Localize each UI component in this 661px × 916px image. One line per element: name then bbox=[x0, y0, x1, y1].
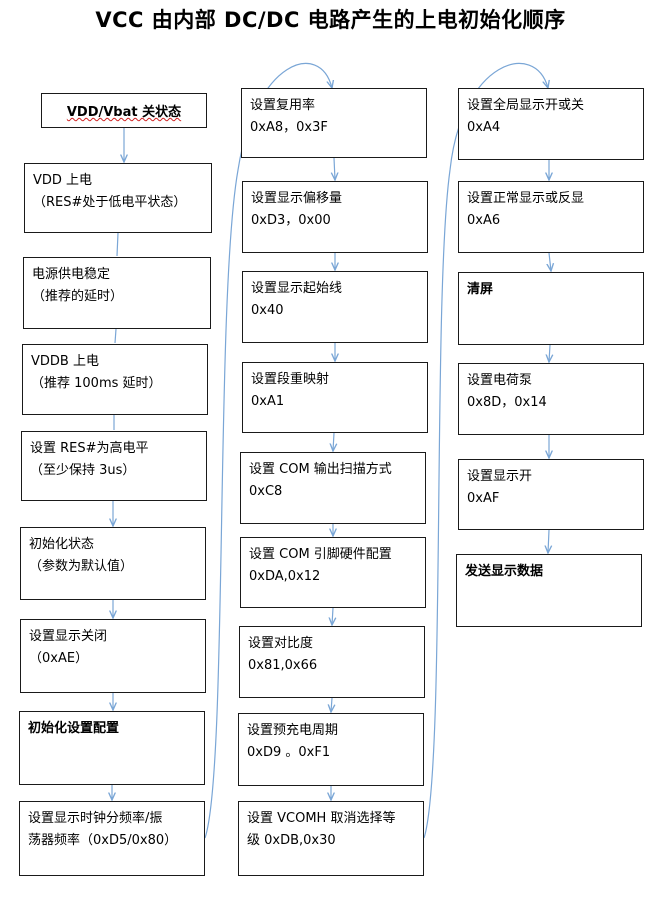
step-vddb-power-on: VDDB 上电 （推荐 100ms 延时） bbox=[22, 344, 208, 415]
step-label: VDD/Vbat 关状态 bbox=[66, 105, 182, 120]
step-detail: （至少保持 3us） bbox=[30, 463, 136, 478]
step-detail: 级 0xDB,0x30 bbox=[247, 833, 336, 848]
step-res-high: 设置 RES#为高电平 （至少保持 3us） bbox=[21, 431, 207, 501]
step-detail: （推荐的延时） bbox=[32, 289, 124, 304]
step-label: 设置对比度 bbox=[248, 636, 314, 651]
step-detail: 0x40 bbox=[251, 303, 284, 318]
flow-arrow bbox=[333, 432, 334, 451]
flow-arrow bbox=[549, 252, 551, 271]
step-label: 设置 RES#为高电平 bbox=[30, 441, 149, 456]
step-label: 设置复用率 bbox=[250, 98, 316, 113]
step-display-on: 设置显示开 0xAF bbox=[458, 459, 644, 530]
step-clock-divide: 设置显示时钟分频率/振 荡器频率（0xD5/0x80） bbox=[19, 801, 205, 876]
step-detail: 0xD3，0x00 bbox=[251, 213, 331, 228]
step-label: 设置电荷泵 bbox=[467, 373, 533, 388]
flow-line bbox=[116, 232, 119, 257]
step-detail: 0xC8 bbox=[249, 484, 283, 499]
step-label: 设置显示时钟分频率/振 bbox=[28, 811, 163, 826]
step-detail: （参数为默认值） bbox=[29, 559, 134, 574]
step-detail: 0x81,0x66 bbox=[248, 658, 318, 673]
step-vcomh: 设置 VCOMH 取消选择等 级 0xDB,0x30 bbox=[238, 801, 424, 876]
step-normal-inverse: 设置正常显示或反显 0xA6 bbox=[458, 181, 644, 253]
step-label: 设置全局显示开或关 bbox=[467, 98, 585, 113]
flow-arrow bbox=[423, 62, 548, 839]
step-label: 清屏 bbox=[467, 282, 494, 297]
step-label: 设置显示开 bbox=[467, 469, 533, 484]
step-label: 设置 VCOMH 取消选择等 bbox=[247, 811, 396, 826]
step-label: 设置正常显示或反显 bbox=[467, 191, 585, 206]
step-detail: （RES#处于低电平状态） bbox=[33, 195, 187, 210]
step-com-pins: 设置 COM 引脚硬件配置 0xDA,0x12 bbox=[240, 537, 426, 608]
flow-arrow bbox=[204, 62, 332, 839]
step-label: 设置预充电周期 bbox=[247, 723, 339, 738]
step-detail: 荡器频率（0xD5/0x80） bbox=[28, 833, 178, 848]
step-display-off: 设置显示关闭 （0xAE） bbox=[20, 619, 206, 693]
step-mux-ratio: 设置复用率 0xA8，0x3F bbox=[241, 88, 427, 158]
step-precharge: 设置预充电周期 0xD9 。0xF1 bbox=[238, 713, 424, 786]
step-label: 初始化设置配置 bbox=[28, 721, 120, 736]
step-label: 设置显示起始线 bbox=[251, 281, 343, 296]
flow-arrow bbox=[548, 529, 549, 553]
step-label: 初始化状态 bbox=[29, 537, 95, 552]
step-detail: （推荐 100ms 延时） bbox=[31, 376, 162, 391]
step-label: 发送显示数据 bbox=[465, 564, 544, 579]
step-send-data: 发送显示数据 bbox=[456, 554, 642, 627]
step-detail: 0xDA,0x12 bbox=[249, 569, 321, 584]
step-label: 设置显示关闭 bbox=[29, 629, 108, 644]
step-init-state: 初始化状态 （参数为默认值） bbox=[20, 527, 206, 600]
step-detail: 0x8D，0x14 bbox=[467, 395, 547, 410]
flow-arrow bbox=[332, 607, 333, 625]
step-init-config: 初始化设置配置 bbox=[19, 711, 205, 785]
flow-line bbox=[114, 328, 117, 344]
step-label: VDDB 上电 bbox=[31, 354, 99, 369]
flow-arrow bbox=[549, 344, 550, 362]
page-title: VCC 由内部 DC/DC 电路产生的上电初始化顺序 bbox=[95, 8, 566, 32]
step-label: 设置段重映射 bbox=[251, 372, 330, 387]
step-detail: 0xA6 bbox=[467, 213, 501, 228]
step-detail: 0xA4 bbox=[467, 120, 501, 135]
step-charge-pump: 设置电荷泵 0x8D，0x14 bbox=[458, 363, 644, 435]
step-detail: 0xA8，0x3F bbox=[250, 120, 328, 135]
step-start-line: 设置显示起始线 0x40 bbox=[242, 271, 428, 343]
step-label: 设置 COM 引脚硬件配置 bbox=[249, 547, 392, 562]
step-vdd-power-on: VDD 上电 （RES#处于低电平状态） bbox=[24, 163, 212, 233]
step-vdd-off: VDD/Vbat 关状态 bbox=[41, 93, 207, 128]
step-display-offset: 设置显示偏移量 0xD3，0x00 bbox=[242, 181, 428, 253]
flow-arrow bbox=[331, 697, 332, 712]
step-contrast: 设置对比度 0x81,0x66 bbox=[239, 626, 425, 698]
step-detail: （0xAE） bbox=[29, 651, 89, 666]
step-com-scan: 设置 COM 输出扫描方式 0xC8 bbox=[240, 452, 426, 524]
step-label: 设置显示偏移量 bbox=[251, 191, 343, 206]
step-detail: 0xD9 。0xF1 bbox=[247, 745, 331, 760]
step-clear-screen: 清屏 bbox=[458, 272, 644, 345]
step-detail: 0xAF bbox=[467, 491, 500, 506]
flow-arrow bbox=[334, 157, 335, 180]
step-detail: 0xA1 bbox=[251, 394, 285, 409]
step-label: VDD 上电 bbox=[33, 173, 93, 188]
step-label: 电源供电稳定 bbox=[32, 267, 111, 282]
step-entire-display: 设置全局显示开或关 0xA4 bbox=[458, 88, 644, 160]
step-segment-remap: 设置段重映射 0xA1 bbox=[242, 362, 428, 433]
step-label: 设置 COM 输出扫描方式 bbox=[249, 462, 392, 477]
step-power-stable: 电源供电稳定 （推荐的延时） bbox=[23, 257, 211, 329]
